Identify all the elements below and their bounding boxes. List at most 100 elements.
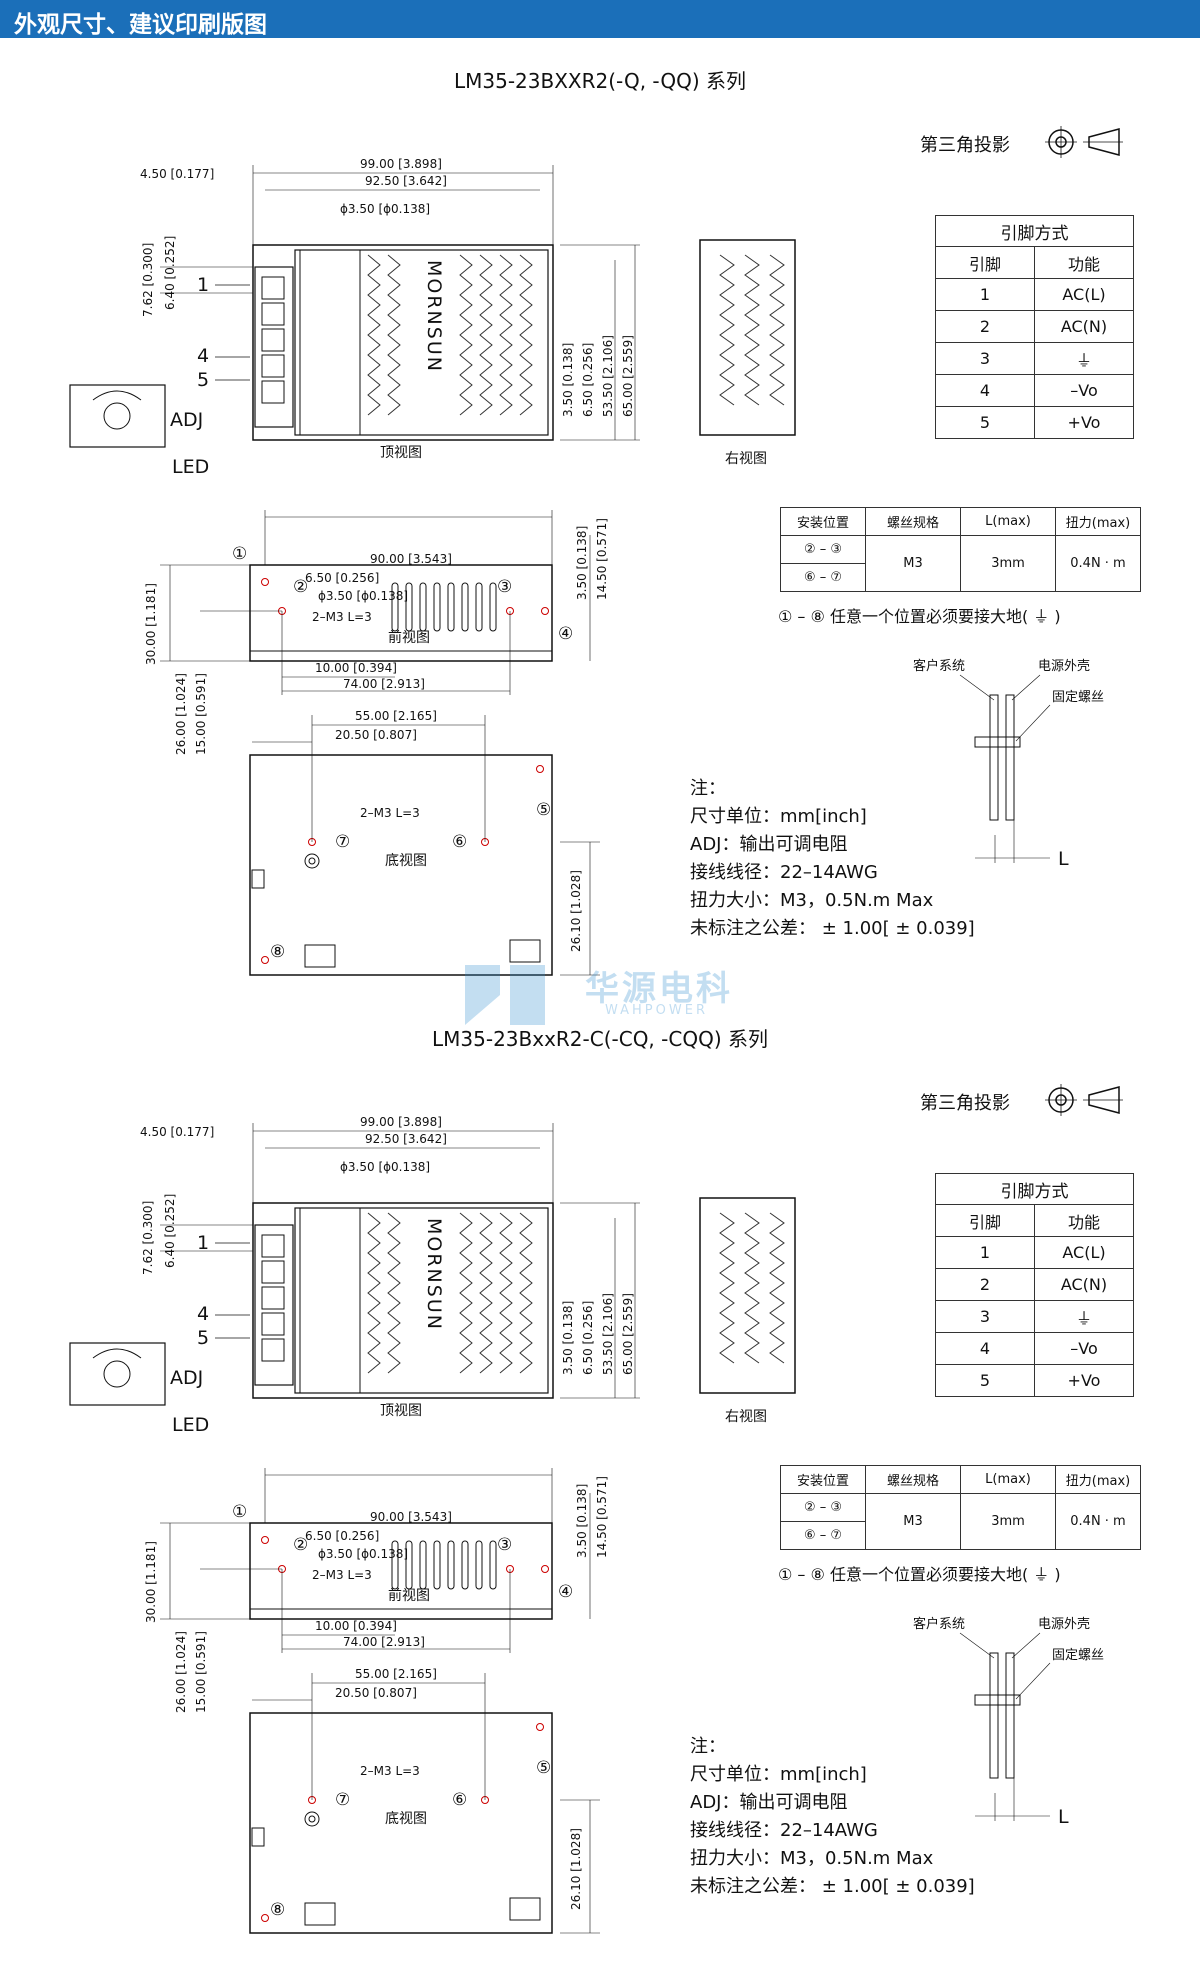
dim-label: ɸ3.50 [ɸ0.138]: [340, 1160, 430, 1174]
func-cell: AC(N): [1034, 310, 1134, 343]
func-cell: +Vo: [1034, 1364, 1134, 1397]
pin-label: 4: [197, 1303, 209, 1325]
dim-label: 15.00 [0.591]: [194, 1631, 208, 1713]
screw-header-spec: 螺丝规格: [865, 507, 961, 536]
dim-label: 26.10 [1.028]: [569, 870, 583, 952]
dim-label: 4.50 [0.177]: [140, 1125, 214, 1139]
adj-knob-box: [69, 384, 166, 448]
view-label-bottom: 底视图: [385, 1811, 427, 1827]
func-cell: AC(L): [1034, 1236, 1134, 1269]
top-view-outline: [252, 244, 554, 441]
dim-label: 53.50 [2.106]: [601, 1293, 615, 1375]
func-cell: +Vo: [1034, 406, 1134, 439]
note-line: 扭力大小：M3，0.5N.m Max: [690, 890, 934, 911]
dim-label: 65.00 [2.559]: [621, 335, 635, 417]
third-angle-projection: 第三角投影: [920, 125, 1140, 165]
vent-pattern: [367, 1212, 533, 1374]
brand-mark: MORNSUN: [423, 260, 445, 373]
note-line: 尺寸单位：mm[inch]: [690, 1764, 867, 1785]
section-title: LM35-23BxxR2-C(-CQ, -CQQ) 系列: [432, 1027, 768, 1051]
view-label-bottom: 底视图: [385, 853, 427, 869]
pin-cell: 1: [935, 1236, 1035, 1269]
callout-3: ③: [497, 577, 512, 597]
screw-table: 安装位置 螺丝规格 L(max) 扭力(max) ② – ③ M3 3mm 0.…: [780, 1465, 1141, 1550]
func-cell: –Vo: [1034, 374, 1134, 407]
callout-3: ③: [497, 1535, 512, 1555]
screw-position: ⑥ – ⑦: [780, 563, 866, 592]
screw-torque: 0.4N · m: [1055, 1493, 1141, 1550]
dim-label: 7.62 [0.300]: [141, 1201, 155, 1275]
mechanical-drawing: ① ② ③ ④ ⑤ ⑥ ⑦ ⑧ 4.50 [0.177] 99.00 [3.89…: [69, 157, 1104, 976]
callout-7: ⑦: [335, 832, 350, 852]
note-line: 接线线径：22–14AWG: [690, 1820, 878, 1841]
dim-label: ɸ3.50 [ɸ0.138]: [340, 202, 430, 216]
dim-label: ɸ3.50 [ɸ0.138]: [318, 589, 408, 603]
m3-label: 2–M3 L=3: [360, 806, 420, 820]
pin-label: 4: [197, 345, 209, 367]
dim-label: 26.00 [1.024]: [174, 1631, 188, 1713]
mount-label-power: 电源外壳: [1038, 1617, 1090, 1632]
dim-label: 55.00 [2.165]: [355, 1667, 437, 1681]
dim-label: 3.50 [0.138]: [561, 343, 575, 417]
dim-label: 90.00 [3.543]: [370, 552, 452, 566]
pin-label: 1: [197, 1232, 209, 1254]
mount-label-l: L: [1058, 1806, 1069, 1828]
callout-7: ⑦: [335, 1790, 350, 1810]
dim-label: 30.00 [1.181]: [144, 1541, 158, 1623]
pin-cell: 3: [935, 1300, 1035, 1333]
notes-block: 注： 尺寸单位：mm[inch] ADJ：输出可调电阻 接线线径：22–14AW…: [690, 1733, 975, 1901]
callout-5: ⑤: [536, 1758, 551, 1778]
dim-label: 74.00 [2.913]: [343, 1635, 425, 1649]
note-line: 接线线径：22–14AWG: [690, 862, 878, 883]
screw-torque: 0.4N · m: [1055, 535, 1141, 592]
note-line: ADJ：输出可调电阻: [690, 1792, 848, 1813]
screw-header-torque: 扭力(max): [1055, 507, 1141, 536]
screw-position: ② – ③: [780, 535, 866, 564]
front-vents: [391, 1540, 497, 1590]
projection-label: 第三角投影: [920, 135, 1010, 156]
callout-6: ⑥: [452, 1790, 467, 1810]
top-view-outline: [252, 1202, 554, 1399]
dim-label: 30.00 [1.181]: [144, 583, 158, 665]
dim-label: 3.50 [0.138]: [561, 1301, 575, 1375]
screw-position: ② – ③: [780, 1493, 866, 1522]
callout-8: ⑧: [270, 942, 285, 962]
pin-label: 5: [197, 369, 209, 391]
right-view-outline: [699, 1197, 796, 1394]
dim-label: 20.50 [0.807]: [335, 1686, 417, 1700]
dim-label: 65.00 [2.559]: [621, 1293, 635, 1375]
callout-1: ①: [232, 544, 247, 564]
terminal-screws: [261, 276, 285, 404]
projection-symbol-icon: [1045, 126, 1123, 158]
vent-pattern: [367, 254, 533, 416]
front-vents: [391, 582, 497, 632]
mount-detail: [959, 1632, 1051, 1821]
bottom-view-outline: [249, 1712, 553, 1934]
page-header: 外观尺寸、建议印刷版图: [0, 0, 1200, 38]
dim-label: 6.40 [0.252]: [163, 1194, 177, 1268]
m3-label: 2–M3 L=3: [360, 1764, 420, 1778]
dim-label: 14.50 [0.571]: [595, 1476, 609, 1558]
right-view-outline: [699, 239, 796, 436]
note-line: 注：: [690, 1736, 726, 1757]
adj-knob-box: [69, 1342, 166, 1406]
watermark-sub: WAHPOWER: [605, 1003, 708, 1018]
bottom-view-outline: [249, 754, 553, 976]
dim-label: 6.50 [0.256]: [581, 343, 595, 417]
projection-label: 第三角投影: [920, 1093, 1010, 1114]
dim-label: 3.50 [0.138]: [575, 1484, 589, 1558]
mount-label-screw: 固定螺丝: [1052, 1648, 1104, 1663]
watermark-logo-icon: [465, 965, 545, 1025]
mount-label-customer: 客户系统: [913, 1616, 965, 1632]
dim-label: 6.50 [0.256]: [581, 1301, 595, 1375]
note-line: 尺寸单位：mm[inch]: [690, 806, 867, 827]
dim-label: 15.00 [0.591]: [194, 673, 208, 755]
dim-label: 4.50 [0.177]: [140, 167, 214, 181]
dim-label: 92.50 [3.642]: [365, 1132, 447, 1146]
func-cell: ⏚: [1034, 1300, 1134, 1333]
callout-2: ②: [293, 577, 308, 597]
screw-spec: M3: [865, 535, 961, 592]
terminal-screws: [261, 1234, 285, 1362]
header-title: 外观尺寸、建议印刷版图: [14, 12, 267, 38]
